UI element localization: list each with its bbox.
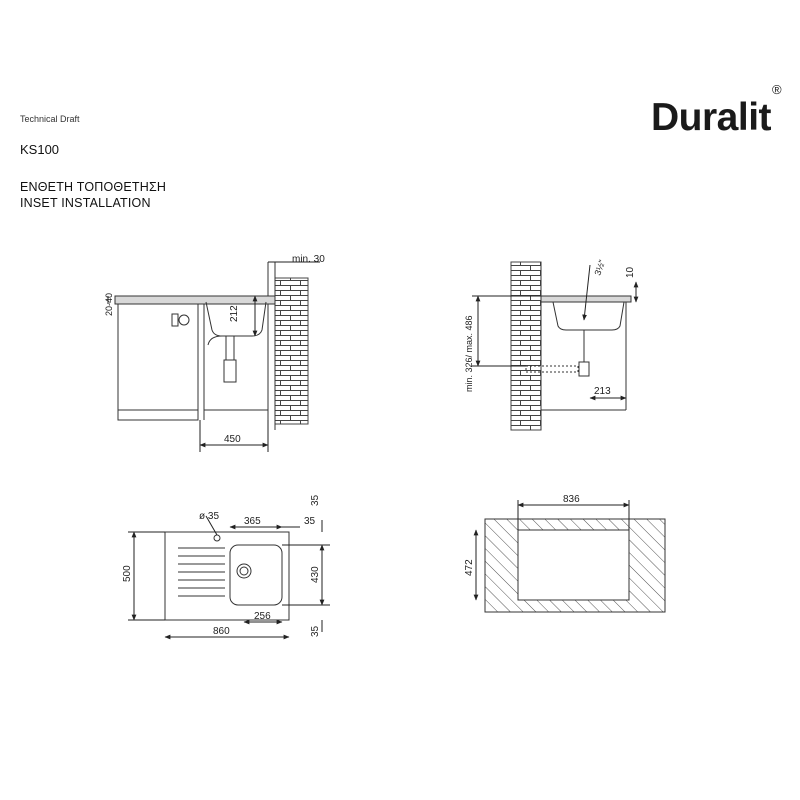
top-sink-outline <box>164 531 290 621</box>
side-valve <box>171 313 179 327</box>
front-offset-dim-label: 213 <box>594 386 611 397</box>
top-bowl-width-label: 365 <box>244 516 261 527</box>
side-cabinet-dim-label: 450 <box>224 434 241 445</box>
top-right-margin-label: 35 <box>304 516 316 527</box>
side-worktop <box>114 295 276 305</box>
front-view <box>472 261 639 431</box>
cutout-depth-label: 472 <box>464 559 475 576</box>
top-depth-label: 500 <box>122 565 133 582</box>
side-view <box>107 261 320 452</box>
top-drain-label: 256 <box>254 611 271 622</box>
title-english: INSET INSTALLATION <box>20 196 151 210</box>
front-height-dim-label: min. 326/ max. 486 <box>464 315 474 392</box>
cutout-view <box>473 500 666 613</box>
logo-text: Duralit <box>651 96 772 139</box>
front-outlet <box>525 365 579 373</box>
top-tap-hole-label: ø 35 <box>199 511 219 522</box>
duralit-logo: Duralit® <box>651 82 782 140</box>
top-top-margin-label: 35 <box>310 494 321 506</box>
front-trap <box>578 361 590 377</box>
side-drain-hose <box>207 335 223 346</box>
front-wall-bricks <box>510 261 542 431</box>
registered-mark: ® <box>772 82 782 97</box>
top-tap-leader <box>205 515 218 536</box>
top-view <box>128 515 330 640</box>
side-trap-upper <box>225 335 235 361</box>
side-bowl-depth-label: 212 <box>229 305 240 322</box>
top-drain-inner <box>239 566 249 576</box>
top-drain <box>236 563 252 579</box>
side-wall-bricks <box>274 277 309 425</box>
model-number: KS100 <box>20 142 60 157</box>
front-outlet-label: 3½" <box>592 258 607 276</box>
side-trap-lower <box>223 359 237 383</box>
top-bottom-margin-label: 35 <box>310 625 321 637</box>
front-outlet-leader <box>582 264 591 321</box>
front-top-dim-label: 10 <box>625 266 636 278</box>
title-greek: ΕΝΘΕΤΗ ΤΟΠΟΘΕΤΗΣΗ <box>20 180 167 194</box>
document-type-label: Technical Draft <box>20 114 80 124</box>
cutout-worktop-hatch <box>484 518 666 613</box>
top-bowl-depth-label: 430 <box>310 566 321 583</box>
cutout-width-label: 836 <box>563 494 580 505</box>
side-worktop-dim-label: 20-40 <box>104 293 114 316</box>
side-cabinet-door <box>117 304 199 421</box>
top-length-label: 860 <box>213 626 230 637</box>
top-tap-hole <box>213 534 221 542</box>
side-overflow-knob <box>178 314 190 326</box>
top-bowl <box>229 544 283 606</box>
front-bowl-profile <box>552 301 625 331</box>
side-wall-dim-label: min. 30 <box>292 254 325 265</box>
side-bowl-profile <box>205 301 267 337</box>
